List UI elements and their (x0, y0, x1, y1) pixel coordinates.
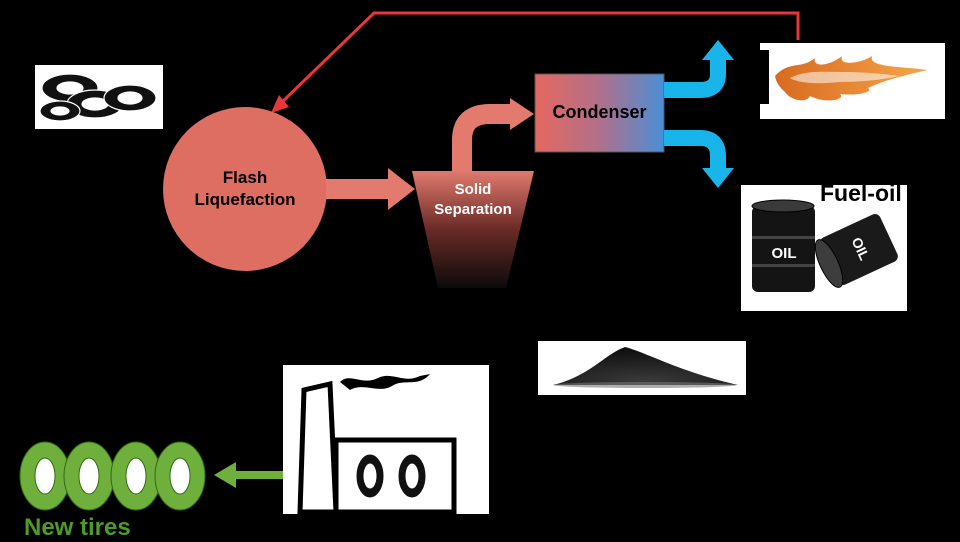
flash-liquefaction-circle (163, 107, 327, 271)
fuel-oil-label: Fuel-oil (820, 180, 902, 206)
separation-to-carbon-arrow (468, 288, 534, 380)
condenser-to-fuel-gas-arrowhead (702, 40, 734, 60)
condenser-box (534, 73, 665, 153)
factory-to-new-tires-arrowhead (214, 462, 236, 488)
condenser-to-fuel-gas-arrow (664, 60, 726, 98)
condenser-to-fuel-oil-arrow (664, 130, 726, 168)
flash-to-separation-arrow-shaft (326, 179, 390, 199)
separation-to-condenser-arrowhead (510, 98, 534, 130)
heat-label: Heat (242, 56, 292, 82)
fuel-gas-flame-icon (740, 43, 945, 119)
factory-to-new-tires-arrow-shaft (232, 471, 288, 479)
solid-separation-label: Solid Separation (434, 181, 512, 218)
used-tires-icon (35, 65, 163, 129)
flash-to-separation-arrowhead (388, 168, 415, 210)
carbon-black-pile-icon (538, 341, 746, 395)
condenser-label: Condenser (552, 102, 647, 122)
heat-arrowhead (271, 95, 289, 113)
new-tires-label: New tires (24, 514, 131, 541)
carbon-black-label: Carbon Black (538, 306, 693, 333)
used-tires-label: Used tires (18, 136, 130, 162)
new-tires-icon (19, 441, 206, 511)
oil-barrels-icon: OIL OIL (741, 185, 907, 311)
fuel-gas-label: Fuel gas (822, 1, 916, 27)
heat-line (278, 11, 800, 106)
flash-liquefaction-label: Flash Liquefaction (194, 168, 296, 209)
used-tires-arrowhead (132, 170, 162, 202)
oil-barrel-text: OIL (772, 245, 797, 262)
condenser-to-fuel-oil-arrowhead (702, 168, 734, 188)
solid-separation-funnel (412, 171, 534, 288)
used-tires-arrow-shaft (52, 179, 134, 193)
fuel-oil-to-factory-line (468, 309, 840, 505)
separation-to-condenser-arrow (452, 104, 514, 172)
factory-icon (283, 365, 489, 515)
carbon-to-factory-arrow (482, 389, 631, 470)
